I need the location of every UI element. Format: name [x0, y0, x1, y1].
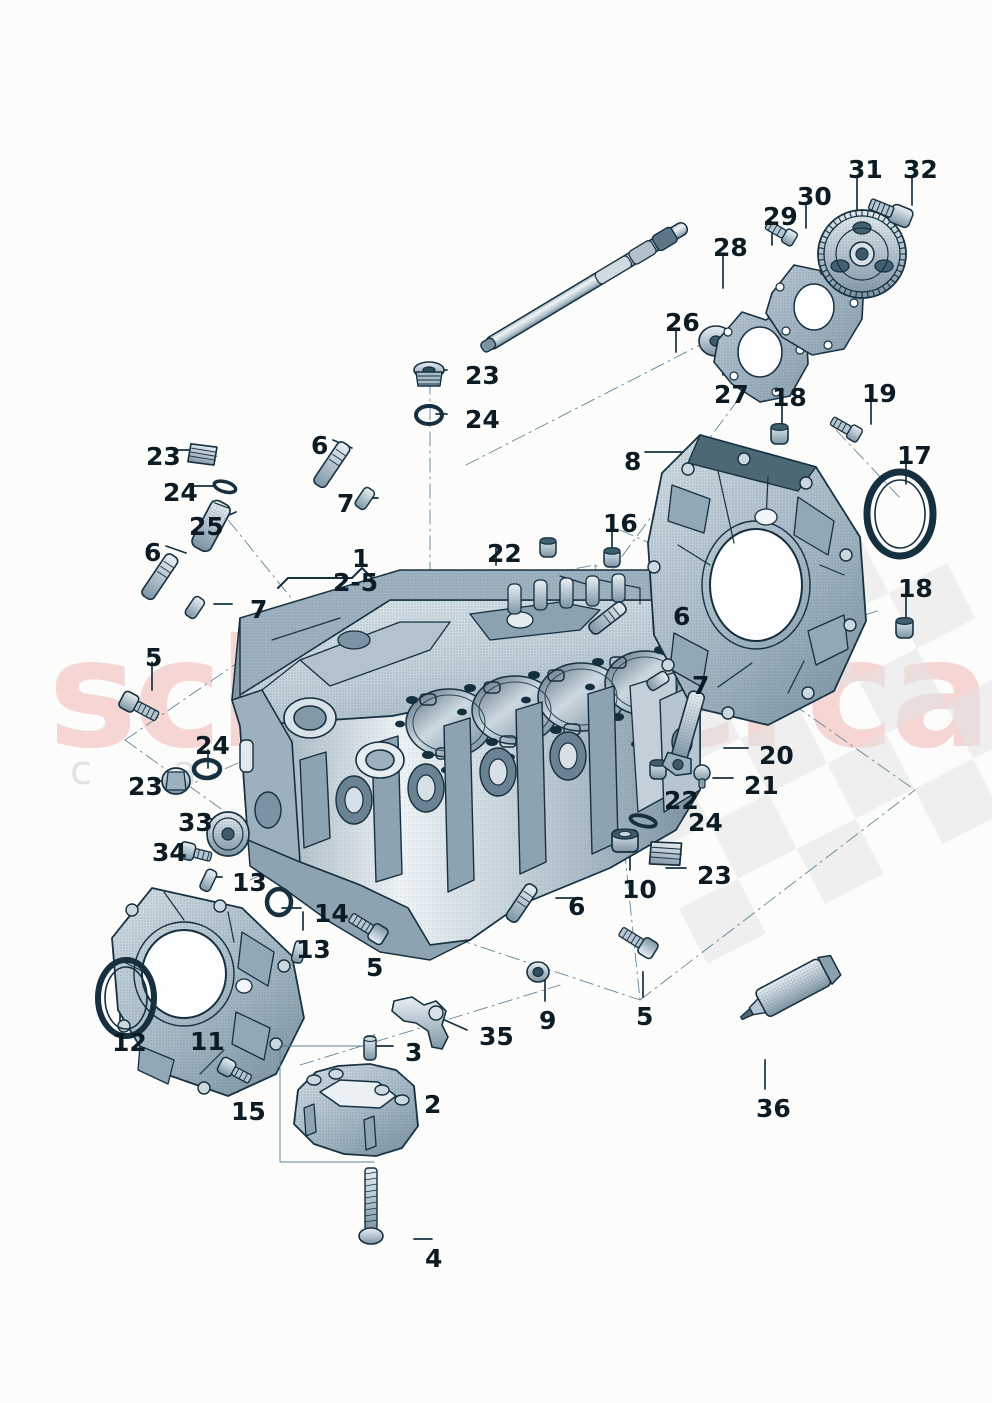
callout-18[interactable]: 18 [772, 383, 807, 412]
callout-14[interactable]: 14 [314, 899, 349, 928]
callout-5[interactable]: 5 [636, 1002, 654, 1031]
callout-5[interactable]: 5 [145, 643, 163, 672]
callout-23[interactable]: 23 [146, 442, 181, 471]
callout-29[interactable]: 29 [763, 202, 798, 231]
callout-16[interactable]: 16 [603, 509, 638, 538]
callout-2-5[interactable]: 2-5 [333, 568, 379, 597]
callout-13[interactable]: 13 [232, 868, 267, 897]
callout-22[interactable]: 22 [664, 786, 699, 815]
callout-7[interactable]: 7 [337, 489, 355, 518]
callout-22[interactable]: 22 [487, 539, 522, 568]
callout-6[interactable]: 6 [673, 602, 691, 631]
callout-15[interactable]: 15 [231, 1097, 266, 1126]
callout-13[interactable]: 13 [296, 935, 331, 964]
callout-23[interactable]: 23 [128, 772, 163, 801]
callout-36[interactable]: 36 [756, 1094, 791, 1123]
callout-21[interactable]: 21 [744, 771, 779, 800]
callout-32[interactable]: 32 [903, 155, 938, 184]
callout-23[interactable]: 23 [697, 861, 732, 890]
callout-19[interactable]: 19 [862, 379, 897, 408]
callout-24[interactable]: 24 [688, 808, 723, 837]
callout-12[interactable]: 12 [112, 1028, 147, 1057]
callout-3[interactable]: 3 [405, 1038, 423, 1067]
callout-11[interactable]: 11 [190, 1027, 225, 1056]
callout-4[interactable]: 4 [425, 1244, 443, 1273]
callout-1[interactable]: 1 [352, 544, 370, 573]
callout-9[interactable]: 9 [539, 1006, 557, 1035]
callout-27[interactable]: 27 [714, 380, 749, 409]
callout-10[interactable]: 10 [622, 875, 657, 904]
callout-5[interactable]: 5 [366, 953, 384, 982]
callout-33[interactable]: 33 [178, 808, 213, 837]
callout-7[interactable]: 7 [250, 595, 268, 624]
callout-28[interactable]: 28 [713, 233, 748, 262]
callout-24[interactable]: 24 [465, 405, 500, 434]
callout-30[interactable]: 30 [797, 182, 832, 211]
callout-34[interactable]: 34 [152, 838, 187, 867]
callout-6[interactable]: 6 [311, 431, 329, 460]
callout-24[interactable]: 24 [163, 478, 198, 507]
callout-17[interactable]: 17 [897, 441, 932, 470]
callout-18[interactable]: 18 [898, 574, 933, 603]
callout-20[interactable]: 20 [759, 741, 794, 770]
callout-7[interactable]: 7 [692, 671, 710, 700]
callout-23[interactable]: 23 [465, 361, 500, 390]
callout-6[interactable]: 6 [144, 538, 162, 567]
callout-26[interactable]: 26 [665, 308, 700, 337]
callout-8[interactable]: 8 [624, 447, 642, 476]
callout-31[interactable]: 31 [848, 155, 883, 184]
callout-25[interactable]: 25 [189, 512, 224, 541]
callout-24[interactable]: 24 [195, 731, 230, 760]
callout-6[interactable]: 6 [568, 892, 586, 921]
callout-2[interactable]: 2 [424, 1090, 442, 1119]
callout-35[interactable]: 35 [479, 1022, 514, 1051]
